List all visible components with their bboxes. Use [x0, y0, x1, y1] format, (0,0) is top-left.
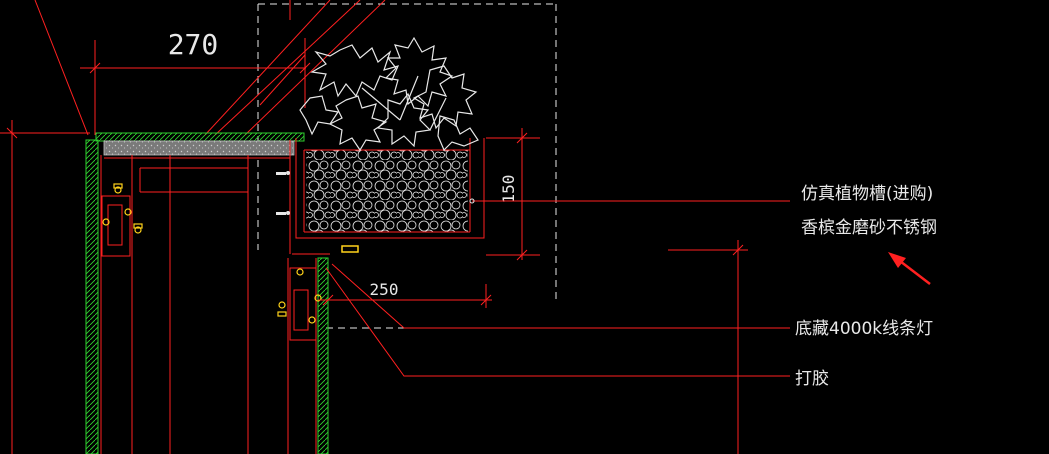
left-dimension: [0, 120, 90, 454]
annotation-planter-line2: 香槟金磨砂不锈钢: [801, 218, 937, 238]
wall-panel-left: [85, 132, 330, 454]
panel-hatch-lower: [317, 257, 329, 454]
top-cap-plate: [95, 132, 305, 142]
led-strip: [341, 245, 359, 253]
dimension-label-250: 250: [370, 280, 399, 299]
annotation-glue: 打胶: [795, 369, 829, 389]
plant-foliage: [299, 36, 479, 152]
dimension-150: 150: [486, 128, 540, 261]
top-concrete-band: [103, 140, 295, 156]
wall-panel-lower: [277, 245, 359, 454]
annotation-led-light: 底藏4000k线条灯: [795, 319, 933, 339]
planter-box: [295, 138, 485, 239]
annotation-arrow-icon: [888, 252, 931, 285]
right-reference-lines: [668, 240, 748, 454]
annotation-planter-line1: 仿真植物槽(进购): [801, 184, 933, 204]
leader-lines: [325, 198, 790, 377]
panel-hatch-left: [85, 139, 99, 454]
dimension-270: 270: [80, 28, 311, 135]
dimension-250: 250: [318, 280, 492, 308]
dimension-label-150: 150: [499, 175, 518, 204]
dimension-label-270: 270: [168, 28, 219, 61]
planter-gravel: [306, 150, 468, 232]
